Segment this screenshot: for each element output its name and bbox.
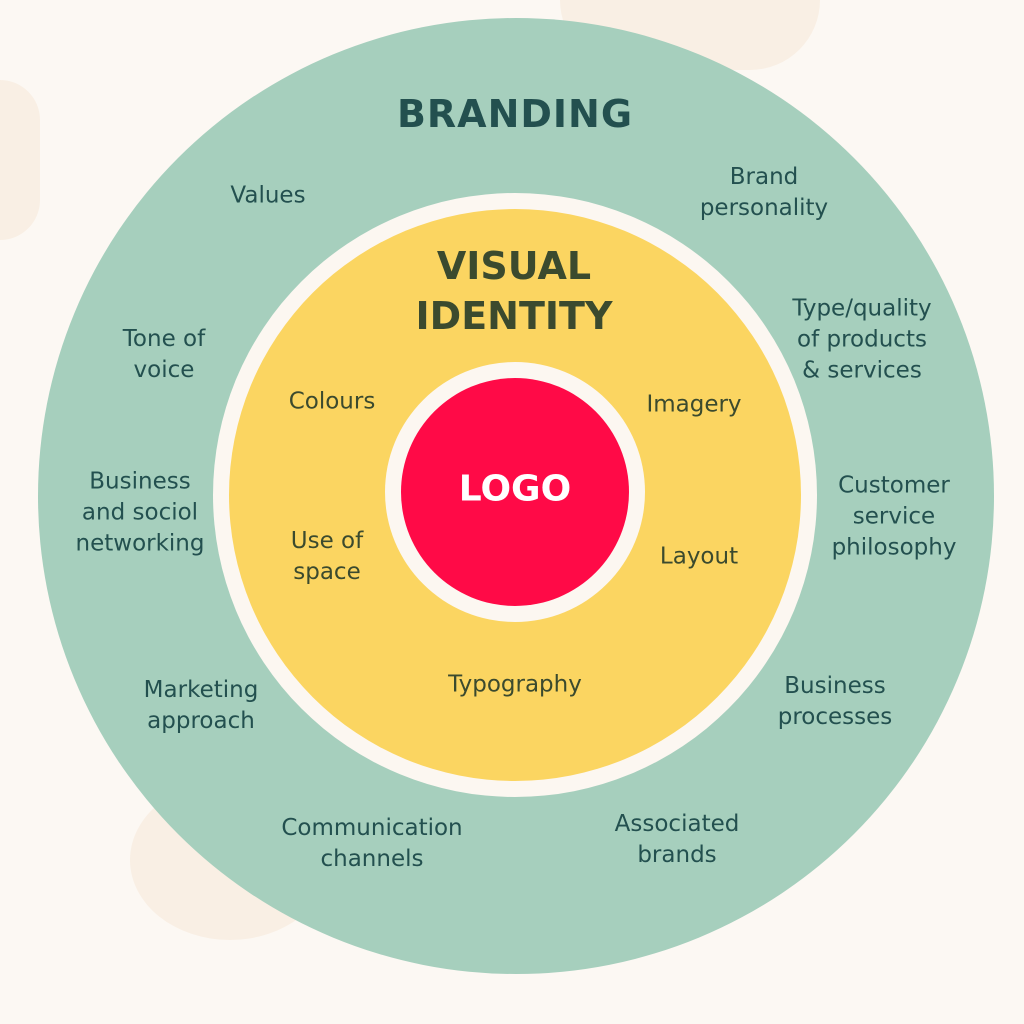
branding-item: Type/quality of products & services bbox=[792, 295, 932, 384]
visual-identity-item: Typography bbox=[448, 671, 582, 698]
branding-item: Tone of voice bbox=[122, 326, 206, 383]
branding-title: BRANDING bbox=[396, 92, 634, 136]
visual-identity-item: Layout bbox=[659, 543, 739, 570]
logo-label: LOGO bbox=[458, 468, 572, 510]
visual-identity-item: Imagery bbox=[646, 391, 742, 418]
visual-identity-item: Use of space bbox=[290, 528, 364, 585]
branding-item: Brand personality bbox=[699, 164, 829, 221]
branding-item: Communication channels bbox=[281, 815, 463, 872]
branding-item: Business and sociol networking bbox=[75, 468, 205, 557]
logo-circle bbox=[401, 378, 629, 606]
background-blob bbox=[0, 80, 40, 240]
branding-item: Values bbox=[230, 182, 306, 209]
visual-identity-item: Colours bbox=[288, 388, 376, 415]
branding-item: Customer service philosophy bbox=[831, 472, 957, 561]
visual-identity-title: VISUAL IDENTITY bbox=[415, 244, 613, 338]
branding-item: Marketing approach bbox=[143, 677, 259, 734]
branding-item: Associated brands bbox=[614, 811, 740, 868]
branding-item: Business processes bbox=[777, 673, 893, 730]
